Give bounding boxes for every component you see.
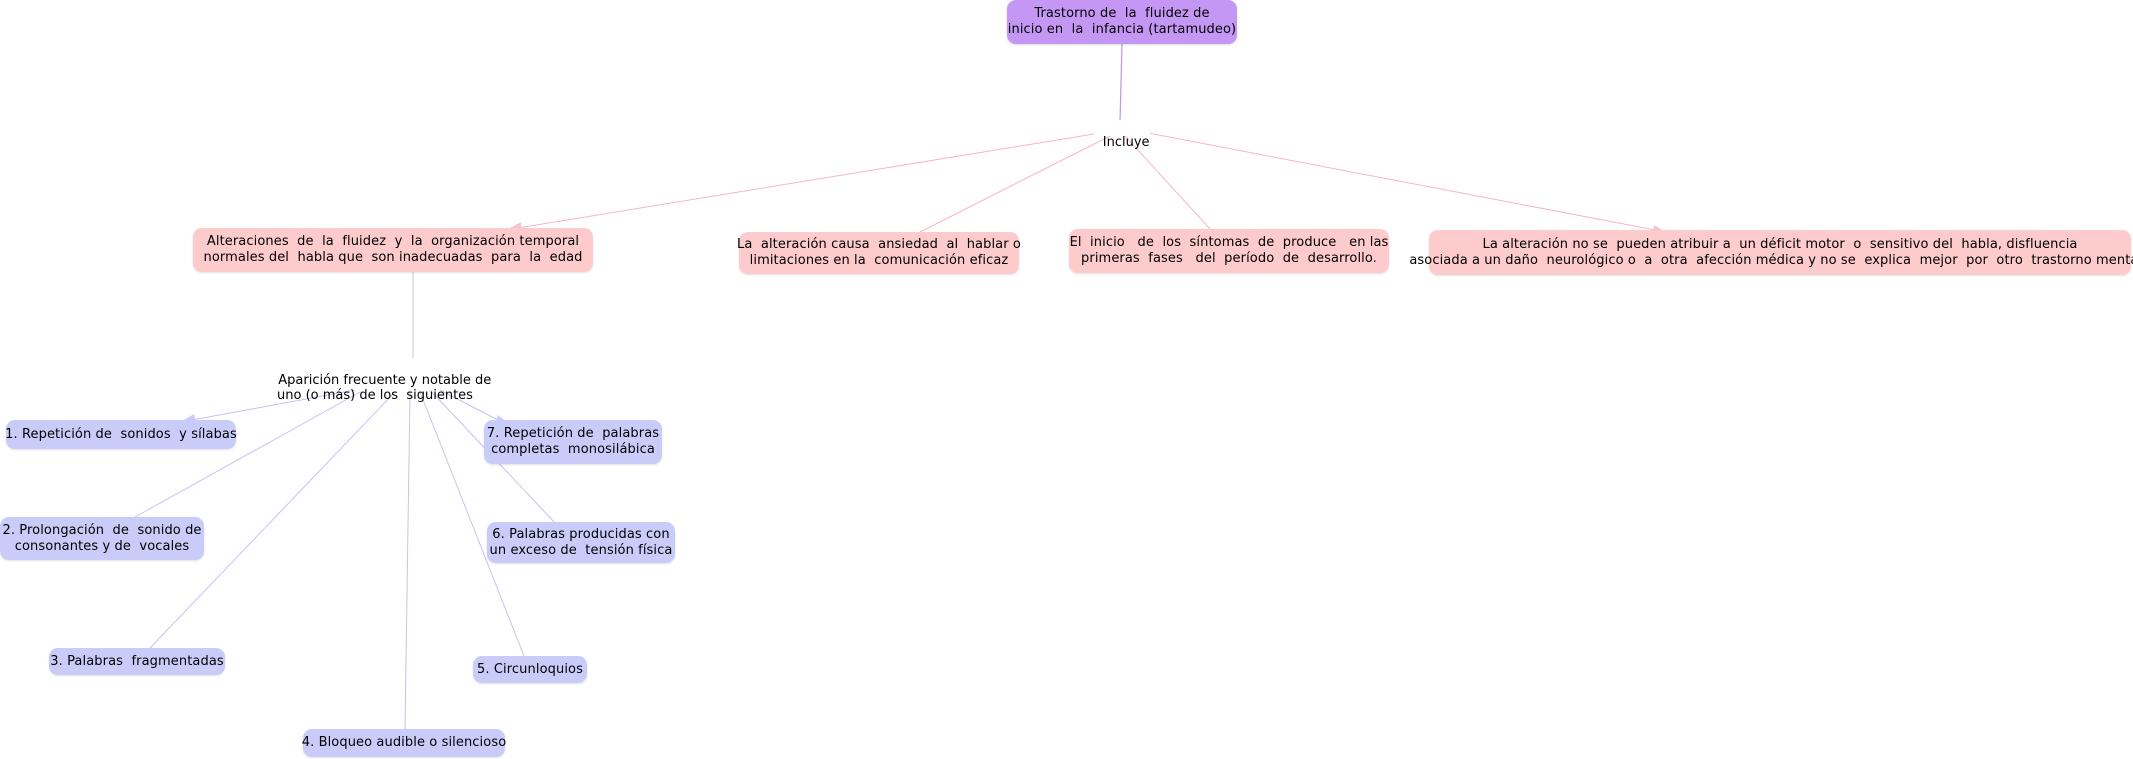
link-appearance-circunloquios: [419, 391, 525, 657]
symptom-tension[interactable]: 6. Palabras producidas con un exceso de …: [487, 522, 675, 563]
linking-phrase-appearance-text: Aparición frecuente y notable de uno (o …: [277, 373, 492, 403]
symptom-monosilabica[interactable]: 7. Repetición de palabras completas mono…: [484, 420, 662, 464]
link-appearance-fragmentadas: [149, 391, 396, 649]
link-includes-no-atribuible: [1147, 132, 1656, 231]
symptom-prolongacion-text: 2. Prolongación de sonido de consonantes…: [2, 522, 202, 554]
criterion-ansiedad-text: La alteración causa ansiedad al hablar o…: [737, 237, 1021, 268]
link-root-includes: [1119, 43, 1123, 123]
link-appearance-repeticion: [191, 389, 356, 421]
linking-phrase-appearance[interactable]: Aparición frecuente y notable de uno (o …: [270, 358, 491, 403]
link-includes-ansiedad: [919, 135, 1111, 233]
criterion-inicio[interactable]: El inicio de los síntomas de produce en …: [1069, 229, 1389, 273]
linking-phrase-includes[interactable]: Incluye: [1094, 120, 1150, 150]
root-concept[interactable]: Trastorno de la fluidez de inicio en la …: [1007, 0, 1237, 44]
criterion-alteraciones-text: Alteraciones de la fluidez y la organiza…: [203, 234, 583, 265]
symptom-fragmentadas-text: 3. Palabras fragmentadas: [50, 653, 224, 669]
criterion-no-atribuible[interactable]: La alteración no se pueden atribuir a un…: [1409, 230, 2133, 275]
link-appearance-monosilabica: [439, 389, 499, 421]
criterion-no-atribuible-text: La alteración no se pueden atribuir a un…: [1409, 236, 2133, 268]
link-includes-alteraciones: [517, 132, 1101, 229]
symptom-bloqueo[interactable]: 4. Bloqueo audible o silencioso: [301, 729, 507, 757]
symptom-circunloquios[interactable]: 5. Circunloquios: [473, 656, 587, 683]
symptom-circunloquios-text: 5. Circunloquios: [477, 661, 583, 677]
symptom-repeticion-sonidos-text: 1. Repetición de sonidos y sílabas: [5, 426, 237, 442]
root-concept-text: Trastorno de la fluidez de inicio en la …: [1007, 6, 1237, 37]
criterion-ansiedad[interactable]: La alteración causa ansiedad al hablar o…: [737, 232, 1021, 274]
symptom-tension-text: 6. Palabras producidas con un exceso de …: [489, 526, 673, 558]
symptom-prolongacion[interactable]: 2. Prolongación de sonido de consonantes…: [0, 517, 204, 560]
symptom-bloqueo-text: 4. Bloqueo audible o silencioso: [301, 735, 507, 750]
criterion-inicio-text: El inicio de los síntomas de produce en …: [1069, 235, 1389, 266]
symptom-repeticion-sonidos[interactable]: 1. Repetición de sonidos y sílabas: [5, 420, 237, 449]
criterion-alteraciones[interactable]: Alteraciones de la fluidez y la organiza…: [193, 228, 593, 272]
symptom-monosilabica-text: 7. Repetición de palabras completas mono…: [486, 426, 660, 457]
linking-phrase-includes-text: Incluye: [1102, 135, 1150, 150]
symptom-fragmentadas[interactable]: 3. Palabras fragmentadas: [49, 648, 225, 675]
link-includes-inicio: [1124, 135, 1211, 230]
link-appearance-bloqueo: [404, 391, 411, 730]
link-appearance-prolongacion: [134, 391, 361, 518]
